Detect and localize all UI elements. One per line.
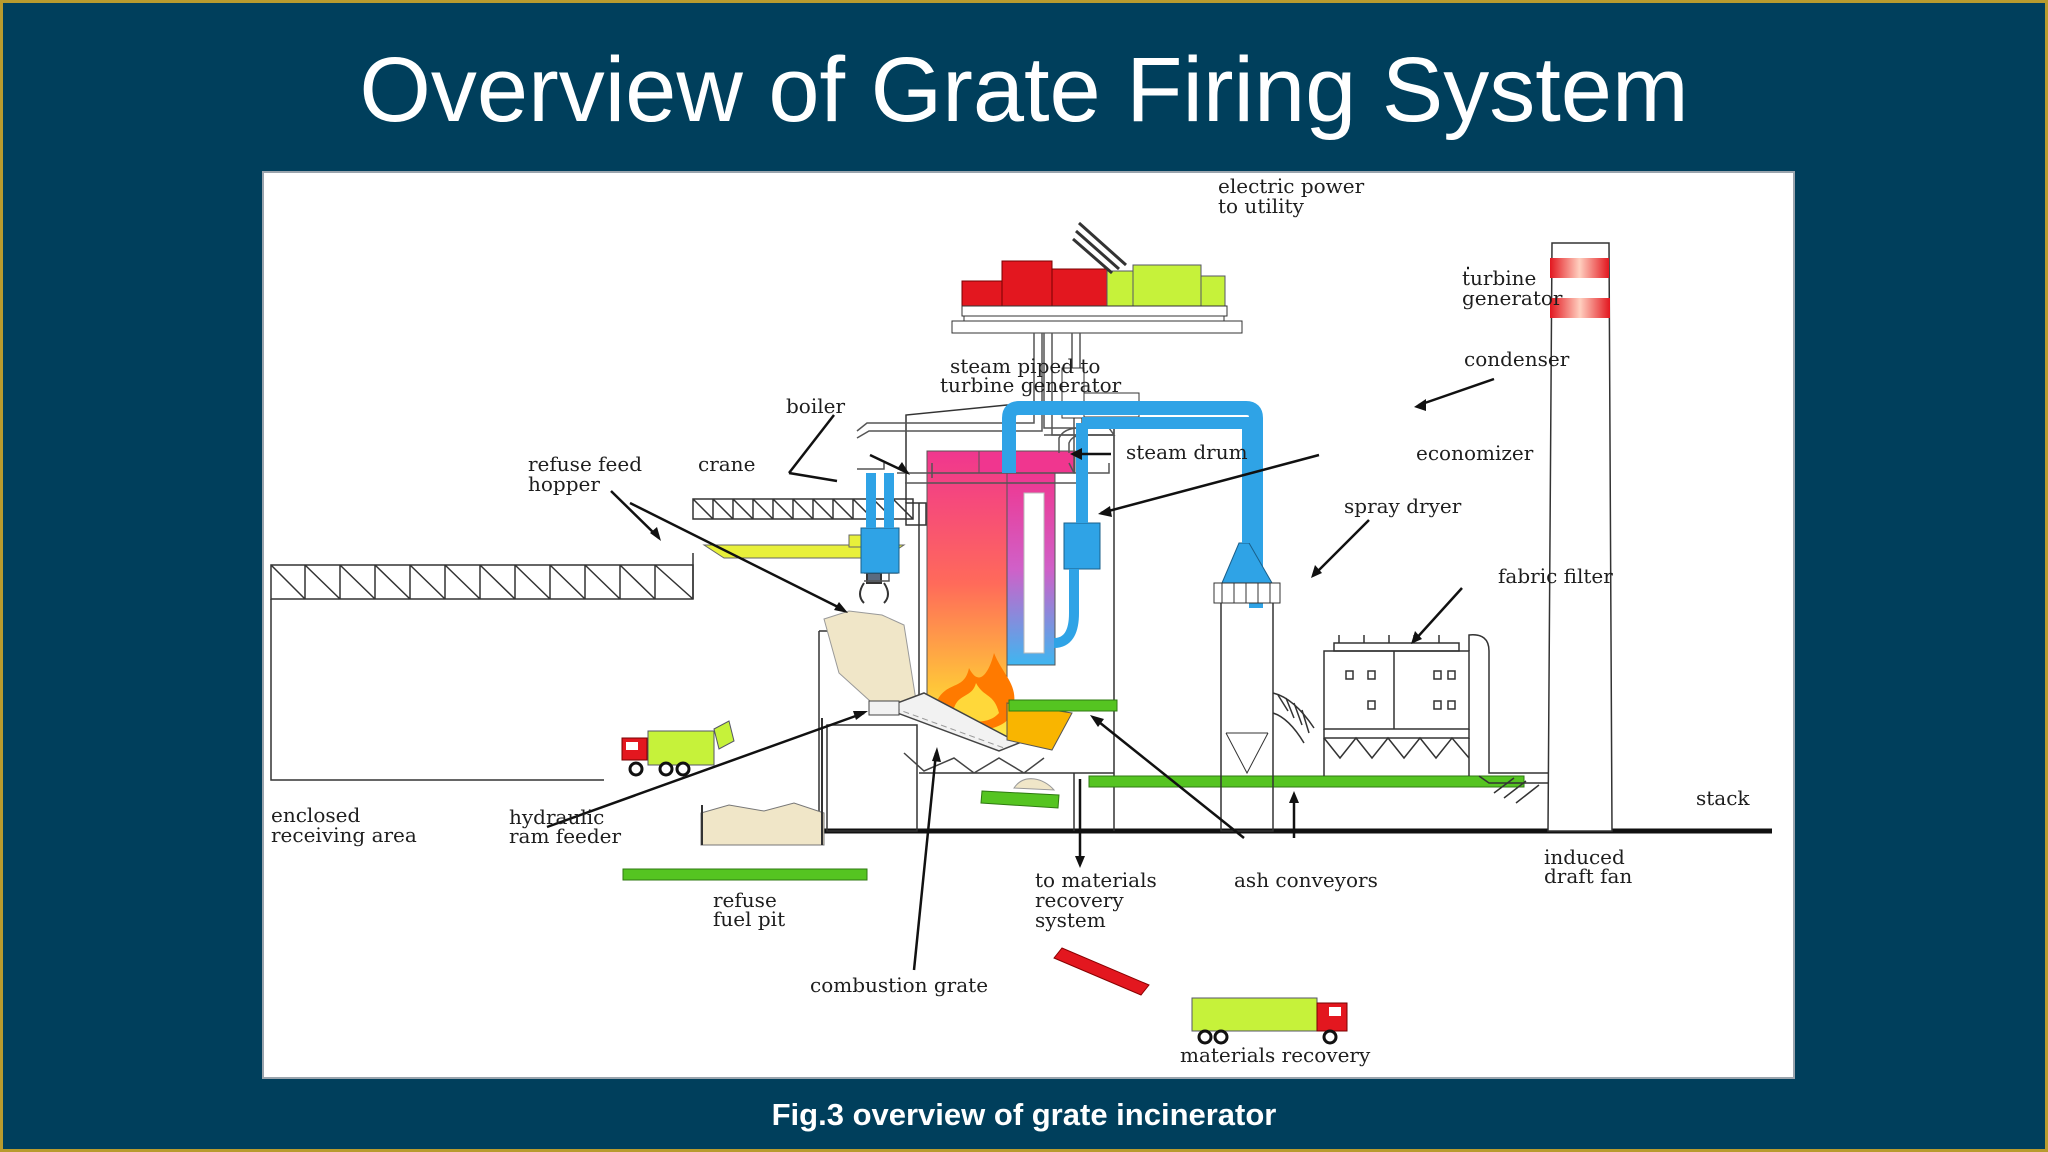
garbage-truck-icon: [621, 720, 735, 777]
enclosed-receiving-area: [270, 553, 694, 781]
label-turbine-generator: turbine: [1462, 266, 1536, 290]
label-enclosed-receiving-area: enclosed: [271, 803, 360, 827]
materials-recovery-conveyor: [1053, 947, 1150, 996]
crane-grab-icon: [859, 572, 889, 604]
ash-pile: [1013, 778, 1056, 791]
label-hydraulic-ram-feeder-2: ram feeder: [509, 824, 622, 848]
refuse-in-hopper: [823, 610, 919, 714]
diagram-labels: electric power to utility turbine genera…: [271, 174, 1750, 1067]
label-refuse-feed-hopper: refuse feed: [528, 452, 642, 476]
arrow-heads: [650, 399, 1426, 868]
label-fabric-filter: fabric filter: [1498, 564, 1613, 588]
induced-draft-fan: [1478, 753, 1549, 804]
label-refuse-fuel-pit: refuse: [713, 888, 777, 912]
leader-lines: [546, 266, 1495, 971]
label-electric-power-2: to utility: [1218, 194, 1305, 218]
stack: [1547, 242, 1613, 832]
incinerator-diagram: electric power to utility turbine genera…: [270, 174, 1772, 1067]
label-to-materials-recovery-3: system: [1035, 908, 1106, 932]
label-spray-dryer: spray dryer: [1344, 494, 1462, 518]
label-induced-draft-fan-2: draft fan: [1544, 864, 1632, 888]
label-electric-power: electric power: [1218, 174, 1365, 198]
spray-dryer: [1213, 423, 1281, 832]
label-economizer: economizer: [1416, 441, 1534, 465]
label-materials-recovery: materials recovery: [1180, 1043, 1371, 1067]
ash-conveyor-small: [980, 790, 1060, 809]
label-condenser: condenser: [1464, 347, 1570, 371]
label-crane: crane: [698, 452, 755, 476]
ash-conveyor-long: [1088, 775, 1525, 788]
label-combustion-grate: combustion grate: [810, 973, 988, 997]
refuse-fuel-pit: [622, 718, 868, 881]
fabric-filter: [1323, 634, 1490, 776]
figure-caption: Fig.3 overview of grate incinerator: [771, 1097, 1277, 1132]
economizer-duct-boiler: [1053, 569, 1079, 648]
diagram-figure: electric power to utility turbine genera…: [262, 171, 1795, 1079]
label-refuse-fuel-pit-2: fuel pit: [713, 907, 785, 931]
power-lines: [1072, 221, 1127, 275]
label-stack: stack: [1696, 786, 1750, 810]
label-ash-conveyors: ash conveyors: [1234, 868, 1378, 892]
economizer-duct-right: [1076, 417, 1256, 523]
label-steam-drum: steam drum: [1126, 440, 1248, 464]
economizer-duct: [860, 401, 1263, 608]
label-induced-draft-fan: induced: [1544, 845, 1625, 869]
label-hydraulic-ram-feeder: hydraulic: [509, 805, 604, 829]
label-to-materials-recovery: to materials: [1035, 868, 1157, 892]
label-boiler: boiler: [786, 394, 845, 418]
label-steam-piped: steam piped to: [950, 354, 1100, 378]
ash-conveyor-upper: [1008, 699, 1118, 712]
label-enclosed-receiving-area-2: receiving area: [271, 823, 417, 847]
duct-to-filter: [1272, 692, 1315, 744]
label-turbine-generator-2: generator: [1462, 286, 1563, 310]
materials-truck-icon: [1191, 997, 1348, 1045]
label-refuse-feed-hopper-2: hopper: [528, 472, 600, 496]
economizer: [1063, 522, 1101, 570]
label-to-materials-recovery-2: recovery: [1035, 888, 1124, 912]
label-steam-piped-2: turbine generator: [940, 373, 1122, 397]
turbine-generator: [951, 260, 1243, 334]
combustion-grate: [868, 692, 1073, 774]
crane-truss: [692, 498, 914, 520]
slide-title: Overview of Grate Firing System: [359, 39, 1689, 141]
